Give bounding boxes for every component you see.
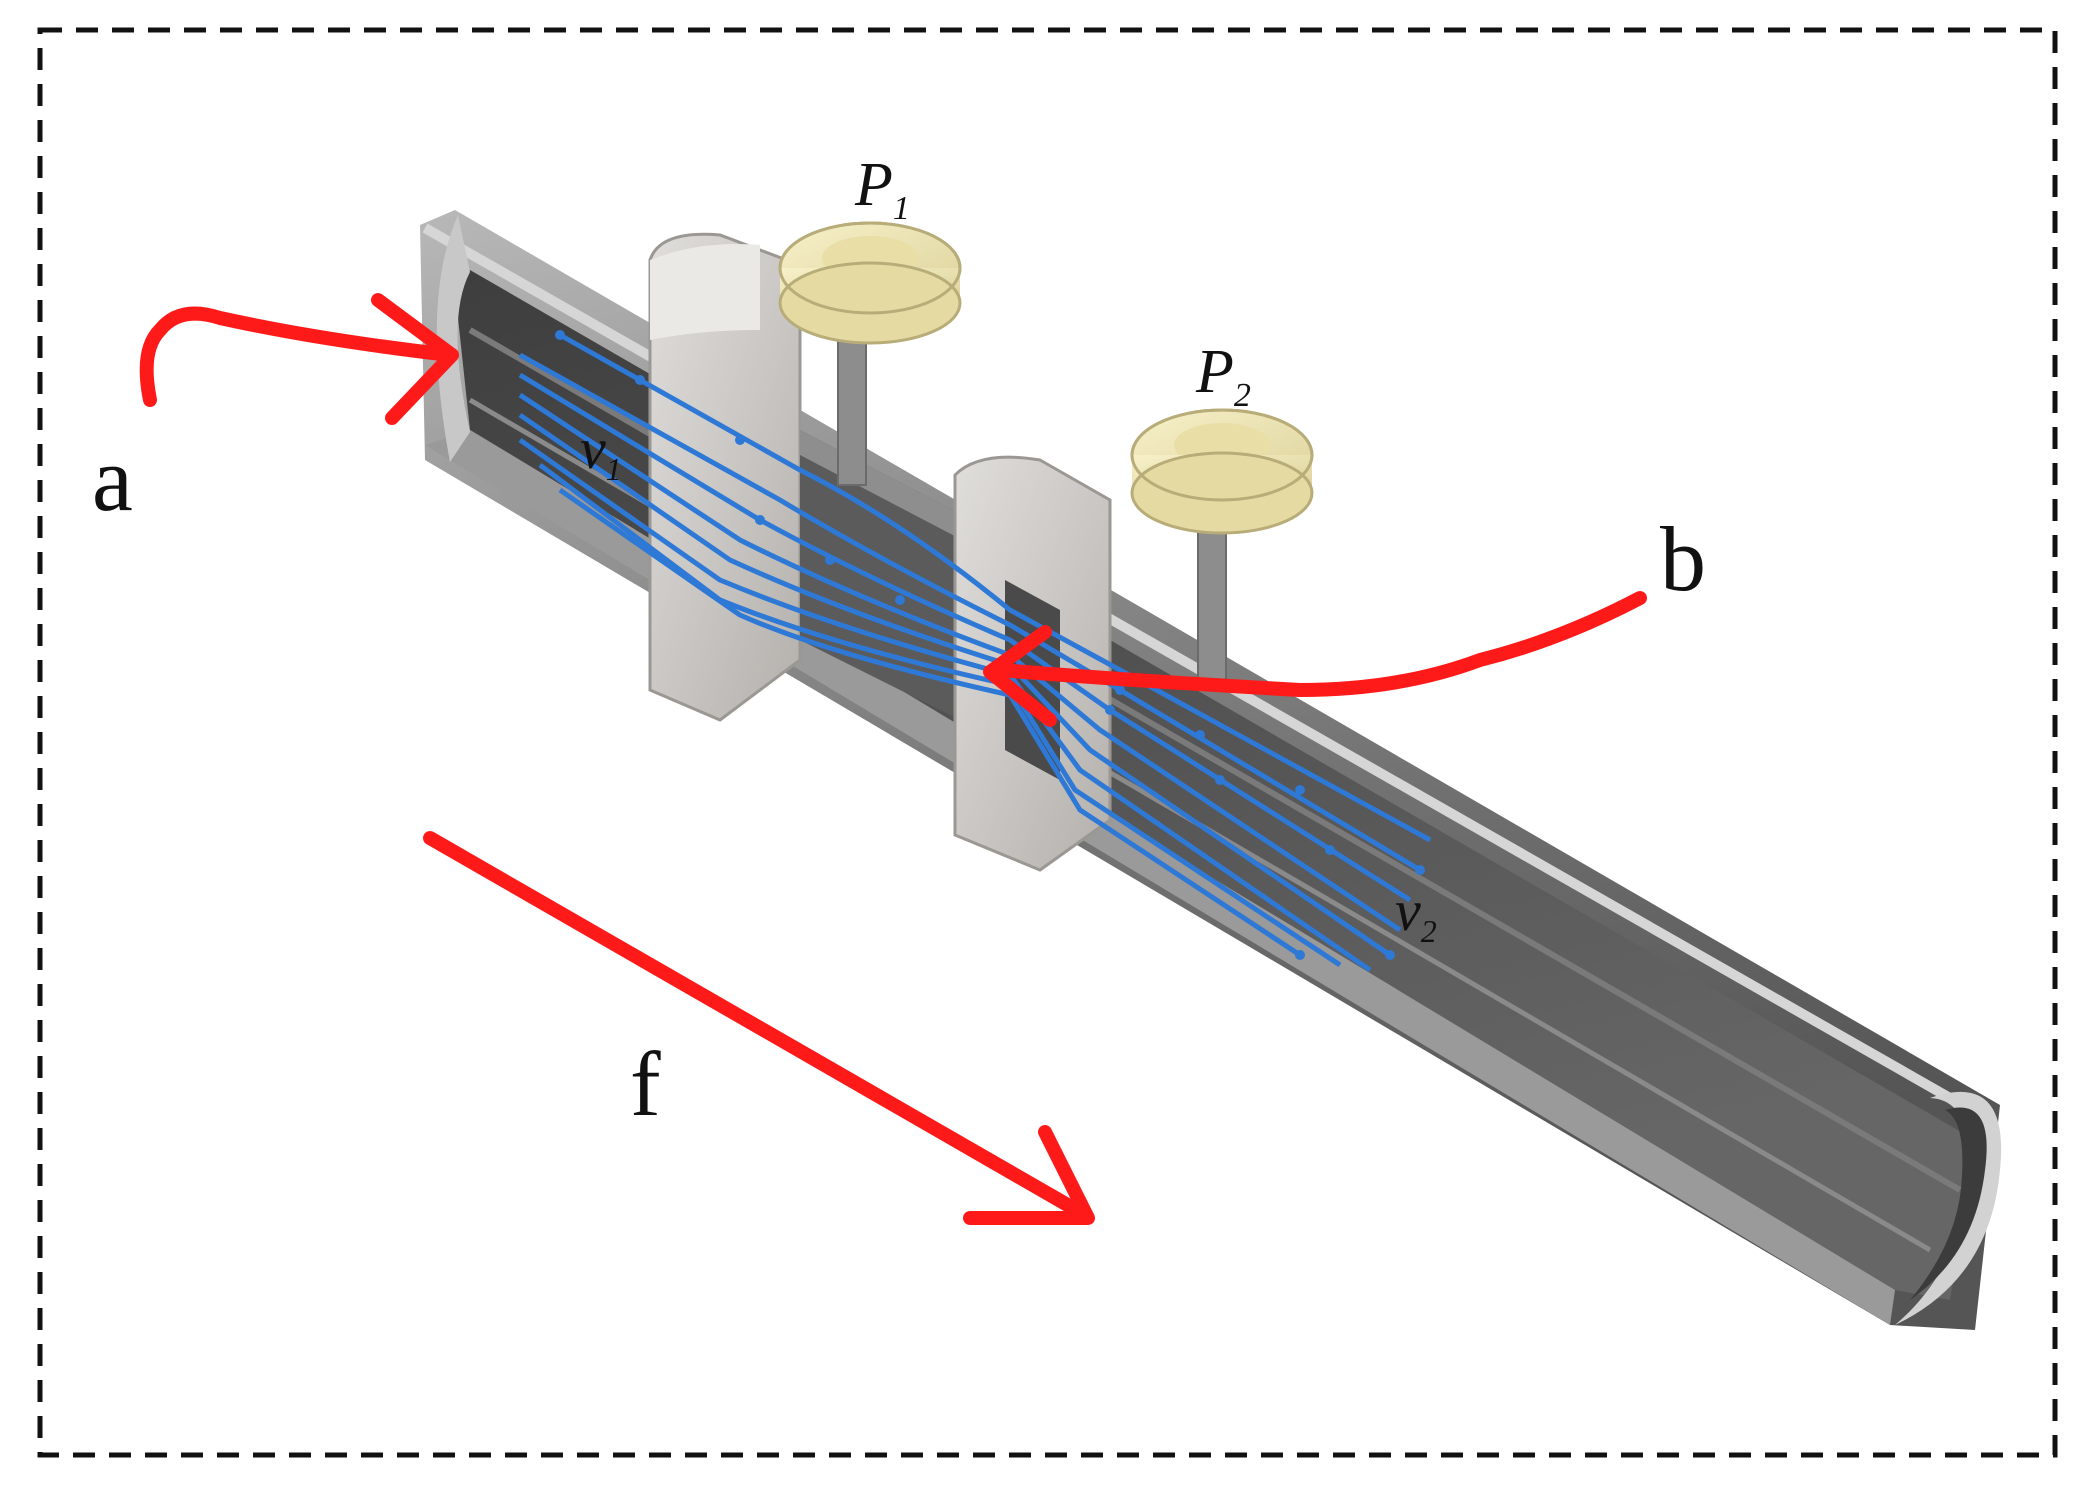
streamlines [518,332,1432,973]
label-b: b [1660,508,1706,610]
streamline-dots [555,330,1425,960]
v2-label: v2 [1395,878,1437,949]
flange-left [648,232,802,722]
gauge-p2 [1130,408,1314,691]
flange-right [953,455,1112,872]
gauge-p2-cap [1130,451,1314,535]
arrow-f [423,831,1095,1225]
label-f: f [630,1033,661,1135]
gauge-p1 [778,221,962,486]
arrow-a [139,293,459,425]
p2-label: P2 [1195,338,1251,414]
pipe-inlet-mouth [436,215,470,462]
gauge-p1-stem [837,319,867,486]
p1-label: P1 [854,151,910,227]
pipe-outlet-opening [1910,1107,1987,1300]
label-a: a [92,428,133,530]
dashed-frame [37,27,2058,1458]
arrow-b [983,591,1647,727]
v1-label: v1 [580,416,622,487]
